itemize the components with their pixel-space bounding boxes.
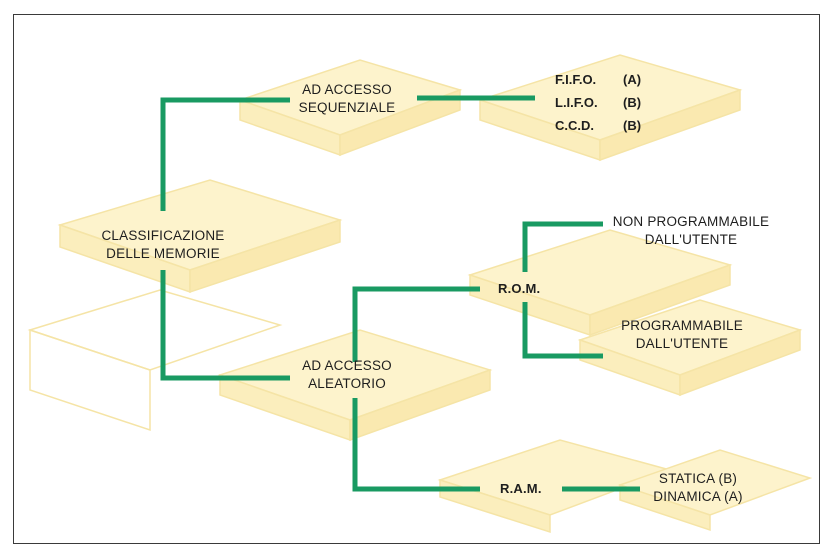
node-label: AD ACCESSO — [302, 82, 392, 97]
memory-type-code: L.I.F.O. — [555, 95, 598, 110]
node-programmabile: PROGRAMMABILE DALL'UTENTE — [612, 317, 752, 353]
node-classificazione: CLASSIFICAZIONE DELLE MEMORIE — [89, 227, 237, 263]
chip-illustration — [577, 299, 803, 397]
chip-illustration — [27, 289, 283, 432]
node-label: PROGRAMMABILE — [621, 318, 743, 333]
node-label: CLASSIFICAZIONE — [101, 228, 225, 243]
memory-type-tag: (B) — [623, 95, 642, 110]
connector-lines — [160, 95, 640, 492]
chip-illustration — [237, 59, 463, 157]
node-label: DALL'UTENTE — [644, 232, 738, 247]
connector-rom-to-prog — [522, 302, 603, 359]
node-rom: R.O.M. — [498, 281, 541, 296]
node-ram: R.A.M. — [500, 481, 542, 496]
connector-random-to-rom — [352, 286, 480, 362]
node-label: NON PROGRAMMABILE — [612, 214, 770, 229]
list-item: C.C.D. (B) — [555, 118, 641, 133]
connector-random-to-ram — [352, 398, 480, 492]
node-label: SEQUENZIALE — [298, 100, 396, 115]
node-accesso-aleatorio: AD ACCESSO ALEATORIO — [285, 357, 409, 393]
node-label: DELLE MEMORIE — [106, 246, 220, 261]
chip-illustration — [57, 179, 343, 294]
node-accesso-sequenziale: AD ACCESSO SEQUENZIALE — [282, 81, 412, 117]
node-label: STATICA (B) — [658, 471, 738, 486]
chip-illustration — [467, 229, 733, 337]
node-ram-types: STATICA (B) DINAMICA (A) — [643, 470, 753, 506]
list-item: L.I.F.O. (B) — [555, 95, 641, 110]
chip-illustration — [217, 329, 493, 442]
node-label: AD ACCESSO — [302, 358, 392, 373]
memory-type-tag: (B) — [623, 118, 642, 133]
memory-type-tag: (A) — [623, 72, 642, 87]
node-label: DALL'UTENTE — [635, 336, 729, 351]
connector-rom-to-nonprog — [522, 221, 603, 272]
chip-illustration — [617, 449, 813, 532]
chip-illustration — [477, 54, 743, 162]
node-non-programmabile: NON PROGRAMMABILE DALL'UTENTE — [607, 213, 775, 249]
connector-root-to-random — [160, 270, 290, 381]
connector-root-to-sequential — [160, 97, 290, 211]
memory-type-code: F.I.F.O. — [555, 72, 597, 87]
memory-type-code: C.C.D. — [555, 118, 594, 133]
list-item: F.I.F.O. (A) — [555, 72, 641, 87]
chip-background — [27, 54, 813, 534]
node-label: DINAMICA (A) — [653, 489, 743, 504]
node-label: ALEATORIO — [308, 376, 386, 391]
